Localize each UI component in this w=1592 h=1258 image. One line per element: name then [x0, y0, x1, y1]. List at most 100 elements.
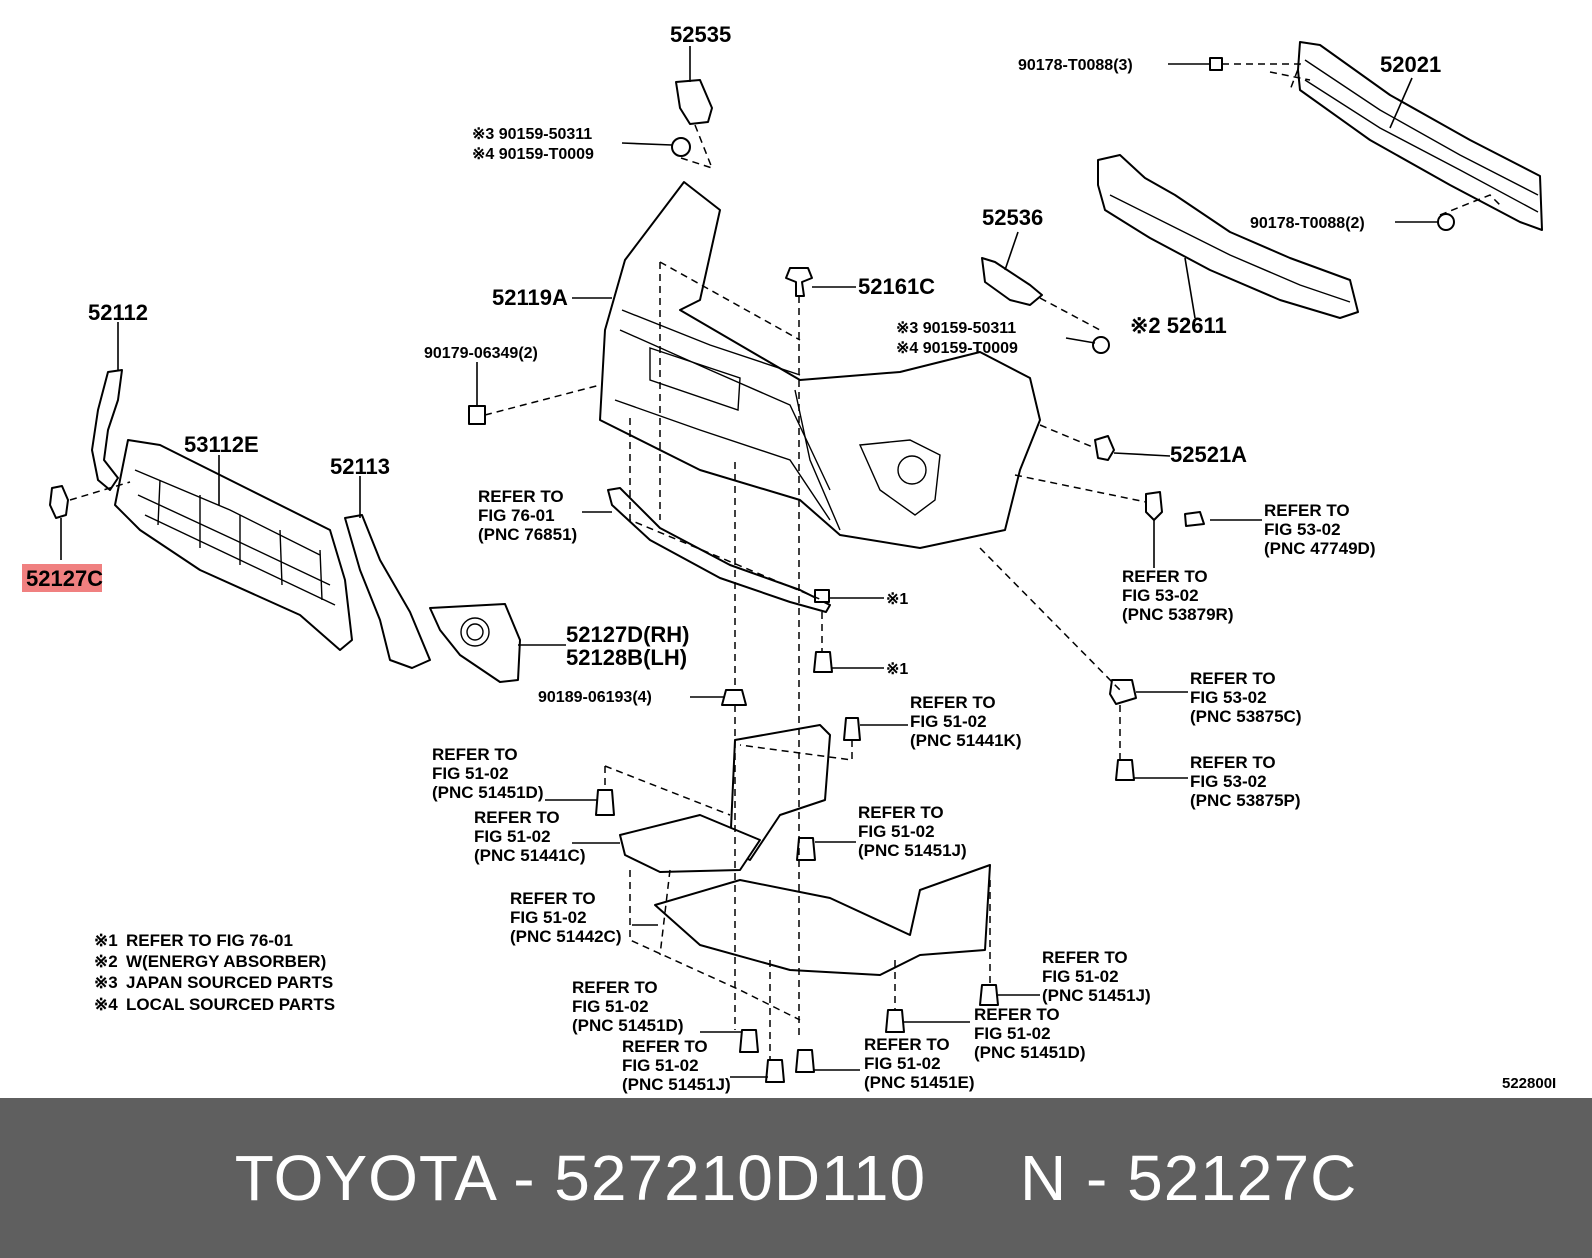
- label-53112E[interactable]: 53112E: [184, 432, 259, 457]
- ref-53879R-line2[interactable]: FIG 53-02: [1122, 586, 1199, 605]
- nut-90178-b: [1437, 213, 1455, 231]
- absorber-52611: [1097, 154, 1359, 319]
- legend-mark-2: ※2: [94, 952, 118, 971]
- ref-51451D-a-line3[interactable]: (PNC 51451D): [432, 783, 544, 802]
- ref-51441C-line1[interactable]: REFER TO: [474, 808, 560, 827]
- label-90179[interactable]: 90179-06349(2): [424, 345, 538, 362]
- ref-51441K-line1[interactable]: REFER TO: [910, 693, 996, 712]
- ref-51451E-line3[interactable]: (PNC 51451E): [864, 1073, 975, 1092]
- label-90159-a1[interactable]: ※3 90159-50311: [472, 126, 592, 143]
- label-52536[interactable]: 52536: [982, 205, 1043, 230]
- nut-90159-b: [1092, 336, 1110, 354]
- ref-51451D-c-line3[interactable]: (PNC 51451D): [572, 1016, 684, 1035]
- ref-51451J-c-line2[interactable]: FIG 51-02: [622, 1056, 699, 1075]
- ref-51451J-b-line2[interactable]: FIG 51-02: [1042, 967, 1119, 986]
- nut-90159-a: [671, 137, 691, 157]
- label-90159-a2[interactable]: ※4 90159-T0009: [472, 146, 594, 163]
- ref-53875P-line1[interactable]: REFER TO: [1190, 753, 1276, 772]
- ref-47749D-line1[interactable]: REFER TO: [1264, 501, 1350, 520]
- highlight-52127C: [22, 564, 102, 592]
- nut-90178-a: [1209, 57, 1223, 71]
- label-52128B[interactable]: 52128B(LH): [566, 645, 687, 670]
- ref-51441C-line2[interactable]: FIG 51-02: [474, 827, 551, 846]
- ref-51441K-line3[interactable]: (PNC 51441K): [910, 731, 1022, 750]
- label-90189[interactable]: 90189-06193(4): [538, 689, 652, 706]
- molding-52112: [91, 369, 123, 491]
- ref-53875C-line1[interactable]: REFER TO: [1190, 669, 1276, 688]
- label-52535[interactable]: 52535: [670, 22, 731, 47]
- bolt-53875P: [1115, 759, 1135, 781]
- ref-51451D-c-line1[interactable]: REFER TO: [572, 978, 658, 997]
- ref-51442C-line3[interactable]: (PNC 51442C): [510, 927, 622, 946]
- ref-51451D-b-line3[interactable]: (PNC 51451D): [974, 1043, 1086, 1062]
- clip-90189: [721, 689, 747, 706]
- label-52112[interactable]: 52112: [88, 300, 148, 325]
- label-90178-a[interactable]: 90178-T0088(3): [1018, 57, 1133, 74]
- legend-text-3: JAPAN SOURCED PARTS: [126, 973, 333, 992]
- ref-53879R-line3[interactable]: (PNC 53879R): [1122, 605, 1234, 624]
- label-52611[interactable]: ※2 52611: [1130, 313, 1227, 338]
- part-number-footer: TOYOTA - 527210D110 N - 52127C: [0, 1098, 1592, 1258]
- bolt-51451D-a: [595, 789, 615, 816]
- bracket-53875C: [1109, 679, 1137, 705]
- clip-note1-a: [814, 589, 830, 603]
- label-52127C[interactable]: 52127C: [26, 566, 103, 591]
- bracket-52521A: [1094, 435, 1115, 461]
- undercover-51441C: [619, 814, 761, 873]
- ref-51442C-line2[interactable]: FIG 51-02: [510, 908, 587, 927]
- ref-53875P-line3[interactable]: (PNC 53875P): [1190, 791, 1301, 810]
- label-52127D[interactable]: 52127D(RH): [566, 622, 690, 647]
- ref-51451D-a-line2[interactable]: FIG 51-02: [432, 764, 509, 783]
- ref-51441C-line3[interactable]: (PNC 51441C): [474, 846, 586, 865]
- label-note1-b[interactable]: ※1: [886, 661, 908, 678]
- ref-76851-line3[interactable]: (PNC 76851): [478, 525, 577, 544]
- ref-53879R-line1[interactable]: REFER TO: [1122, 567, 1208, 586]
- label-52161C[interactable]: 52161C: [858, 274, 935, 299]
- ref-51451J-a-line3[interactable]: (PNC 51451J): [858, 841, 967, 860]
- label-90159-b2[interactable]: ※4 90159-T0009: [896, 340, 1018, 357]
- ref-51451J-a-line1[interactable]: REFER TO: [858, 803, 944, 822]
- ref-51451J-a-line2[interactable]: FIG 51-02: [858, 822, 935, 841]
- ref-51451D-b-line1[interactable]: REFER TO: [974, 1005, 1060, 1024]
- bumper-cover-52119A: [599, 181, 1041, 549]
- ref-53875P-line2[interactable]: FIG 53-02: [1190, 772, 1267, 791]
- ref-51451J-b-line1[interactable]: REFER TO: [1042, 948, 1128, 967]
- label-52113[interactable]: 52113: [330, 454, 390, 479]
- ref-51451E-line1[interactable]: REFER TO: [864, 1035, 950, 1054]
- retainer-52536: [981, 257, 1043, 306]
- label-90159-b1[interactable]: ※3 90159-50311: [896, 320, 1016, 337]
- ref-51451J-c-line3[interactable]: (PNC 51451J): [622, 1075, 731, 1094]
- ref-51441K-line2[interactable]: FIG 51-02: [910, 712, 987, 731]
- ref-76851-line2[interactable]: FIG 76-01: [478, 506, 555, 525]
- ref-51451D-b-line2[interactable]: FIG 51-02: [974, 1024, 1051, 1043]
- grille-53112E: [114, 439, 353, 651]
- bolt-51451D-c: [739, 1029, 759, 1053]
- bolt-note1-b: [813, 651, 833, 673]
- ref-51451J-c-line1[interactable]: REFER TO: [622, 1037, 708, 1056]
- retainer-52535: [675, 79, 713, 125]
- ref-47749D-line2[interactable]: FIG 53-02: [1264, 520, 1341, 539]
- leader-lines: [60, 46, 1438, 1078]
- ref-51442C-line1[interactable]: REFER TO: [510, 889, 596, 908]
- ref-51451D-a-line1[interactable]: REFER TO: [432, 745, 518, 764]
- ref-51451E-line2[interactable]: FIG 51-02: [864, 1054, 941, 1073]
- legend-mark-1: ※1: [94, 931, 118, 950]
- ref-47749D-line3[interactable]: (PNC 47749D): [1264, 539, 1376, 558]
- clip-90179: [468, 405, 486, 425]
- label-90178-b[interactable]: 90178-T0088(2): [1250, 215, 1365, 232]
- legend-text-4: LOCAL SOURCED PARTS: [126, 995, 335, 1014]
- label-52021[interactable]: 52021: [1380, 52, 1441, 77]
- clip-52161C: [785, 267, 813, 297]
- ref-51451D-c-line2[interactable]: FIG 51-02: [572, 997, 649, 1016]
- ref-53875C-line3[interactable]: (PNC 53875C): [1190, 707, 1302, 726]
- bolt-51451D-b: [885, 1009, 905, 1033]
- legend-text-2: W(ENERGY ABSORBER): [126, 952, 326, 971]
- molding-76851: [607, 487, 831, 613]
- label-note1-a[interactable]: ※1: [886, 591, 908, 608]
- ref-51451J-b-line3[interactable]: (PNC 51451J): [1042, 986, 1151, 1005]
- label-52521A[interactable]: 52521A: [1170, 442, 1247, 467]
- ref-53875C-line2[interactable]: FIG 53-02: [1190, 688, 1267, 707]
- label-52119A[interactable]: 52119A: [492, 285, 568, 310]
- ref-76851-line1[interactable]: REFER TO: [478, 487, 564, 506]
- part-labels: 52535 52021 90178-T0088(3) ※3 90159-5031…: [26, 22, 1441, 1094]
